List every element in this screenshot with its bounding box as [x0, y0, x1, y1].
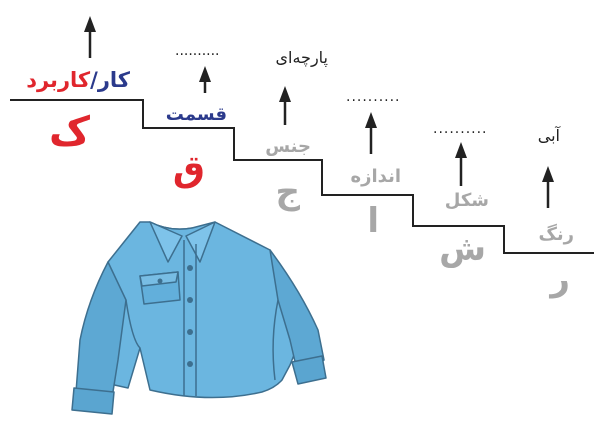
label-slash: / — [90, 68, 98, 92]
label-kar: کار — [97, 68, 130, 92]
label-ghesmat: قسمت — [165, 104, 227, 125]
letter-shin: ش — [439, 229, 486, 269]
arrow-ghesmat — [199, 66, 211, 93]
value-andaze: .......... — [346, 89, 401, 105]
letter-ghaf: ق — [172, 149, 205, 190]
letter-alef: ا — [367, 201, 379, 241]
label-jens: جنس — [265, 136, 311, 157]
arrow-kar — [84, 16, 96, 58]
label-andaze: اندازه — [350, 166, 401, 187]
value-shekl: .......... — [433, 121, 488, 137]
label-karbord: کاربرد — [26, 68, 91, 92]
value-jens: پارچه‌ای — [275, 48, 329, 67]
letter-kaf: ک — [49, 109, 90, 155]
arrow-jens — [279, 86, 291, 125]
label-rang: رنگ — [538, 224, 574, 245]
staircase-outline — [10, 99, 594, 254]
label-kar-karbord: کار/کاربرد — [26, 70, 130, 91]
shirt-illustration — [71, 221, 327, 415]
shirt-buttons — [157, 265, 193, 367]
value-ghesmat: .......... — [175, 43, 220, 59]
letter-jim: ج — [275, 172, 300, 212]
arrow-shekl — [455, 142, 467, 186]
arrow-rang — [542, 166, 554, 208]
value-rang: آبی — [537, 126, 560, 145]
label-shekl: شکل — [444, 190, 489, 211]
letter-re: ر — [550, 259, 570, 299]
arrow-andaze — [365, 112, 377, 154]
